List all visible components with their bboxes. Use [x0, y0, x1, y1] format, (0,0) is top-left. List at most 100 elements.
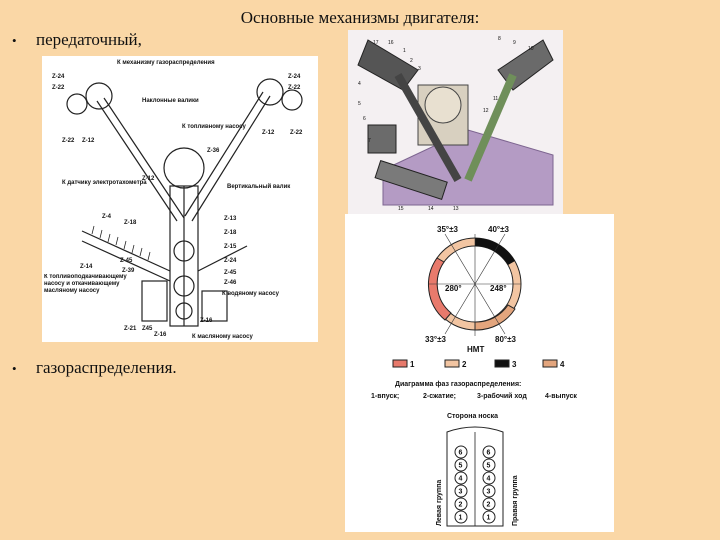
cylinder-circle — [454, 484, 468, 498]
photo-callout: 2 — [410, 58, 413, 64]
gear-code: Z-45 — [224, 270, 237, 276]
label-upper-shafts: Наклонные валики — [142, 98, 199, 104]
legend-swatch — [444, 359, 460, 368]
cylinder-number: 2 — [487, 502, 491, 509]
bullet-label: передаточный, — [36, 30, 142, 49]
cylinder-number: 4 — [487, 476, 491, 483]
photo-callout: 12 — [483, 108, 489, 114]
cylinder-number: 2 — [459, 502, 463, 509]
gear-code: Z-14 — [80, 264, 93, 270]
gear-code: Z-36 — [207, 148, 220, 154]
cylinder-number: 6 — [487, 450, 491, 457]
gear-code: Z-15 — [224, 244, 237, 250]
cylinder-circle — [482, 471, 496, 485]
gear-code: Z-24 — [288, 74, 301, 80]
label-oil-pump: К масляному насосу — [192, 334, 253, 340]
transmission-diagram: К механизму газораспределения Наклонные … — [44, 60, 303, 340]
bullet-dot-icon: • — [12, 33, 17, 48]
cylinder-circle — [454, 510, 468, 524]
angle-right: 248° — [490, 284, 507, 293]
angle-bottom-left: 33°±3 — [425, 335, 446, 344]
cylinder-circle — [482, 497, 496, 511]
cylinder-number: 4 — [459, 476, 463, 483]
bullet-label: газораспределения. — [36, 358, 177, 377]
gear-code: Z-12 — [142, 176, 155, 182]
gear-code: Z-13 — [224, 216, 237, 222]
photo-callout: 13 — [453, 206, 459, 212]
cylinder-circle — [482, 445, 496, 459]
gear-code: Z-24 — [224, 258, 237, 264]
cylinder-number: 1 — [459, 515, 463, 522]
cylinder-number: 3 — [487, 489, 491, 496]
gear-code: Z-22 — [288, 85, 301, 91]
photo-callout: 5 — [358, 101, 361, 107]
angle-top-right: 40°±3 — [488, 225, 509, 234]
gear-code: Z-21 — [124, 326, 137, 332]
left-group-label: Левая группа — [436, 480, 443, 526]
photo-callout: 10 — [528, 46, 534, 52]
transmission-diagram-panel: К механизму газораспределения Наклонные … — [42, 56, 318, 342]
gear-code: Z-16 — [200, 318, 213, 324]
angle-top-left: 35°±3 — [437, 225, 458, 234]
cylinder-circle — [482, 458, 496, 472]
photo-callout: 3 — [418, 66, 421, 72]
cylinder-number: 5 — [487, 463, 491, 470]
legend-number: 3 — [512, 360, 517, 369]
gear-code: Z-16 — [154, 332, 167, 338]
cylinder-circle — [482, 484, 496, 498]
gear-code: Z-39 — [122, 268, 135, 274]
valve-timing-panel: 35°±3 40°±3 280° 248° 33°±3 80°±3 НМТ 1 2… — [345, 214, 614, 532]
slide-title: Основные механизмы двигателя: — [240, 8, 480, 27]
photo-callout: 8 — [498, 36, 501, 42]
angle-left: 280° — [445, 284, 462, 293]
gear-code: Z-12 — [262, 130, 275, 136]
gear-code: Z-46 — [224, 280, 237, 286]
cylinder-circle — [454, 471, 468, 485]
legend-number: 2 — [462, 360, 467, 369]
gear-code: Z-22 — [290, 130, 303, 136]
label-top-center: К механизму газораспределения — [117, 60, 215, 66]
phase-exhaust: 4-выпуск — [545, 393, 577, 400]
bullet-valve-timing: • газораспределения. — [12, 358, 177, 378]
gear-code: Z-4 — [102, 214, 112, 220]
nose-side-label: Сторона носка — [447, 413, 498, 420]
photo-callout: 4 — [358, 81, 361, 87]
photo-callout: 1 — [403, 48, 406, 54]
cylinder-number: 5 — [459, 463, 463, 470]
cylinder-circle — [454, 445, 468, 459]
angle-bottom-right: 80°±3 — [495, 335, 516, 344]
photo-callout: 6 — [363, 116, 366, 122]
legend-swatch — [392, 359, 408, 368]
gear-code: Z-22 — [52, 85, 65, 91]
photo-callout: 11 — [493, 96, 498, 102]
cylinder-number: 1 — [487, 515, 491, 522]
legend-number: 4 — [560, 360, 565, 369]
label-water-pump: К водяному насосу — [222, 291, 280, 297]
cylinder-circle — [454, 458, 468, 472]
valve-timing-diagram: 35°±3 40°±3 280° 248° 33°±3 80°±3 НМТ 1 2… — [371, 225, 577, 527]
photo-callout: 16 — [388, 40, 394, 46]
cylinder-circle — [482, 510, 496, 524]
cylinder-number: 6 — [459, 450, 463, 457]
photo-callout: 15 — [398, 206, 404, 212]
photo-callout: 14 — [428, 206, 434, 212]
label-vertical-shaft: Вертикальный валик — [227, 183, 290, 190]
angle-bdc: НМТ — [467, 345, 484, 354]
right-group-label: Правая группа — [512, 475, 519, 526]
cylinder-circle — [454, 497, 468, 511]
photo-callout: 7 — [368, 138, 371, 144]
gear-code: Z45 — [142, 326, 153, 332]
phase-intake: 1-впуск; — [371, 393, 399, 400]
label-fuel-pump: К топливному насосу — [182, 124, 246, 130]
phase-compression: 2-сжатие; — [423, 393, 456, 400]
gear-code: Z-24 — [52, 74, 65, 80]
legend-swatch — [494, 359, 510, 368]
label-fuel-oil-pump: К топливоподкачивающему насосу и откачив… — [44, 274, 127, 294]
timing-caption: Диаграмма фаз газораспределения: — [395, 381, 521, 388]
photo-callout: 17 — [373, 40, 379, 46]
bullet-dot-icon: • — [12, 361, 17, 376]
bullet-transmission: • передаточный, — [12, 30, 142, 50]
phase-power: 3-рабочий ход — [477, 392, 527, 400]
gear-code: Z-12 — [82, 138, 95, 144]
gear-code: Z-18 — [224, 230, 237, 236]
